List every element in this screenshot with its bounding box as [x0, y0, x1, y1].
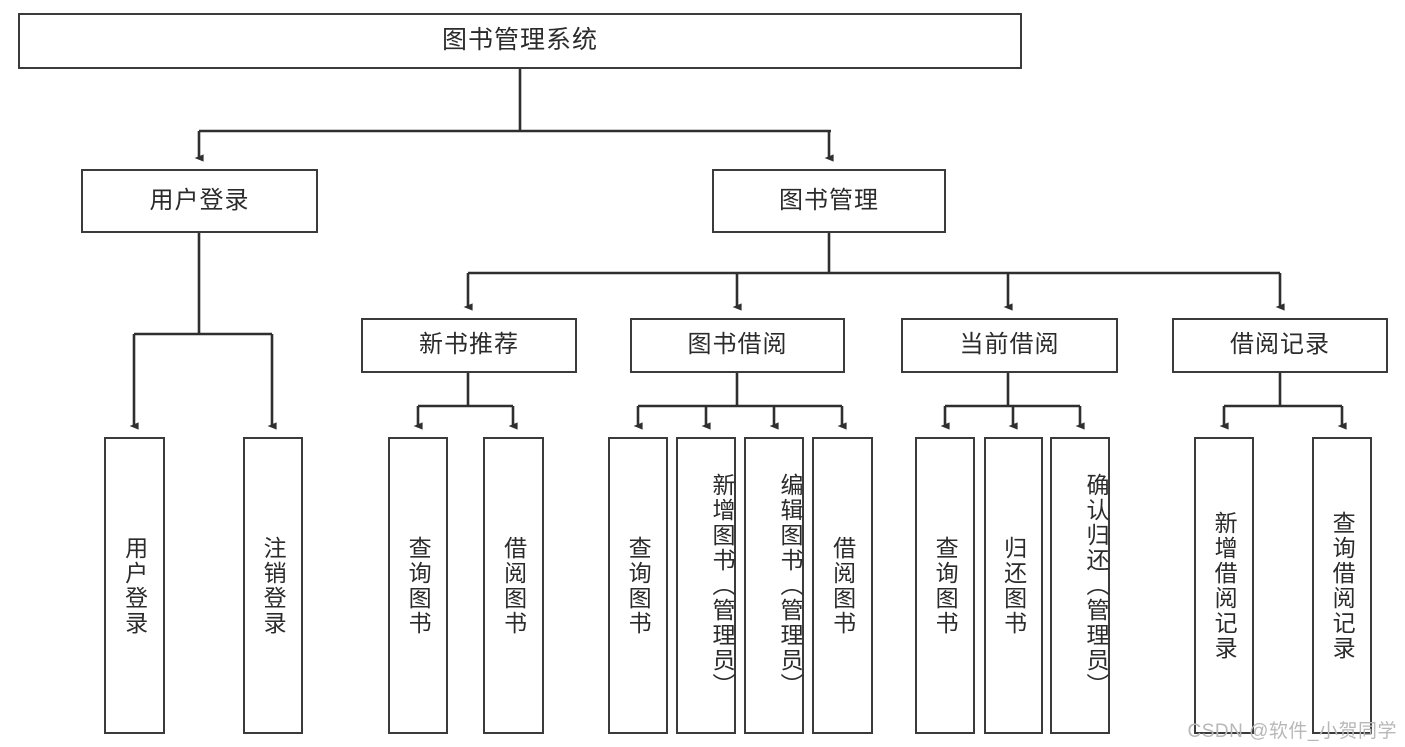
node-user-login[interactable]: 用户登录: [81, 169, 318, 233]
leaf-add-borrow-record[interactable]: 新增借阅记录: [1194, 437, 1254, 734]
node-label: 查询借阅记录: [1329, 510, 1356, 661]
node-book-management[interactable]: 图书管理: [712, 169, 946, 233]
node-borrow-record[interactable]: 借阅记录: [1172, 318, 1388, 373]
node-label: 查询图书: [405, 535, 432, 636]
node-label: 确认归还（管理员）: [1083, 473, 1109, 698]
node-label: 注销登录: [260, 535, 287, 636]
node-label: 归还图书: [1000, 535, 1027, 636]
leaf-return-book[interactable]: 归还图书: [984, 437, 1043, 734]
leaf-query-book-1[interactable]: 查询图书: [388, 437, 448, 734]
node-label: 图书管理系统: [441, 26, 598, 55]
leaf-logout[interactable]: 注销登录: [243, 437, 303, 734]
leaf-borrow-book-2[interactable]: 借阅图书: [812, 437, 873, 734]
leaf-edit-book[interactable]: 编辑图书（管理员）: [744, 437, 804, 734]
leaf-borrow-book-1[interactable]: 借阅图书: [483, 437, 544, 734]
node-root-system[interactable]: 图书管理系统: [18, 13, 1022, 69]
leaf-add-book[interactable]: 新增图书（管理员）: [676, 437, 736, 734]
leaf-query-borrow-record[interactable]: 查询借阅记录: [1312, 437, 1372, 734]
leaf-query-book-3[interactable]: 查询图书: [915, 437, 975, 734]
node-label: 查询图书: [932, 535, 959, 636]
node-label: 借阅记录: [1230, 331, 1330, 359]
node-label: 新增借阅记录: [1211, 510, 1238, 661]
leaf-confirm-return[interactable]: 确认归还（管理员）: [1050, 437, 1110, 734]
watermark: CSDN @软件_小贺同学: [1187, 721, 1397, 742]
node-label: 图书借阅: [687, 331, 788, 359]
node-label: 新增图书（管理员）: [709, 473, 735, 698]
leaf-user-login[interactable]: 用户登录: [104, 437, 165, 734]
node-label: 查询图书: [625, 535, 652, 636]
node-label: 借阅图书: [829, 535, 856, 636]
node-label: 用户登录: [121, 535, 148, 636]
node-label: 借阅图书: [500, 535, 527, 636]
node-book-borrow[interactable]: 图书借阅: [630, 318, 845, 373]
node-label: 新书推荐: [419, 331, 519, 359]
node-current-borrow[interactable]: 当前借阅: [901, 318, 1118, 373]
node-label: 图书管理: [779, 186, 879, 214]
node-label: 当前借阅: [959, 331, 1060, 359]
node-label: 编辑图书（管理员）: [777, 473, 803, 698]
node-label: 用户登录: [149, 186, 250, 214]
leaf-query-book-2[interactable]: 查询图书: [608, 437, 668, 734]
node-new-book-recommend[interactable]: 新书推荐: [361, 318, 577, 373]
